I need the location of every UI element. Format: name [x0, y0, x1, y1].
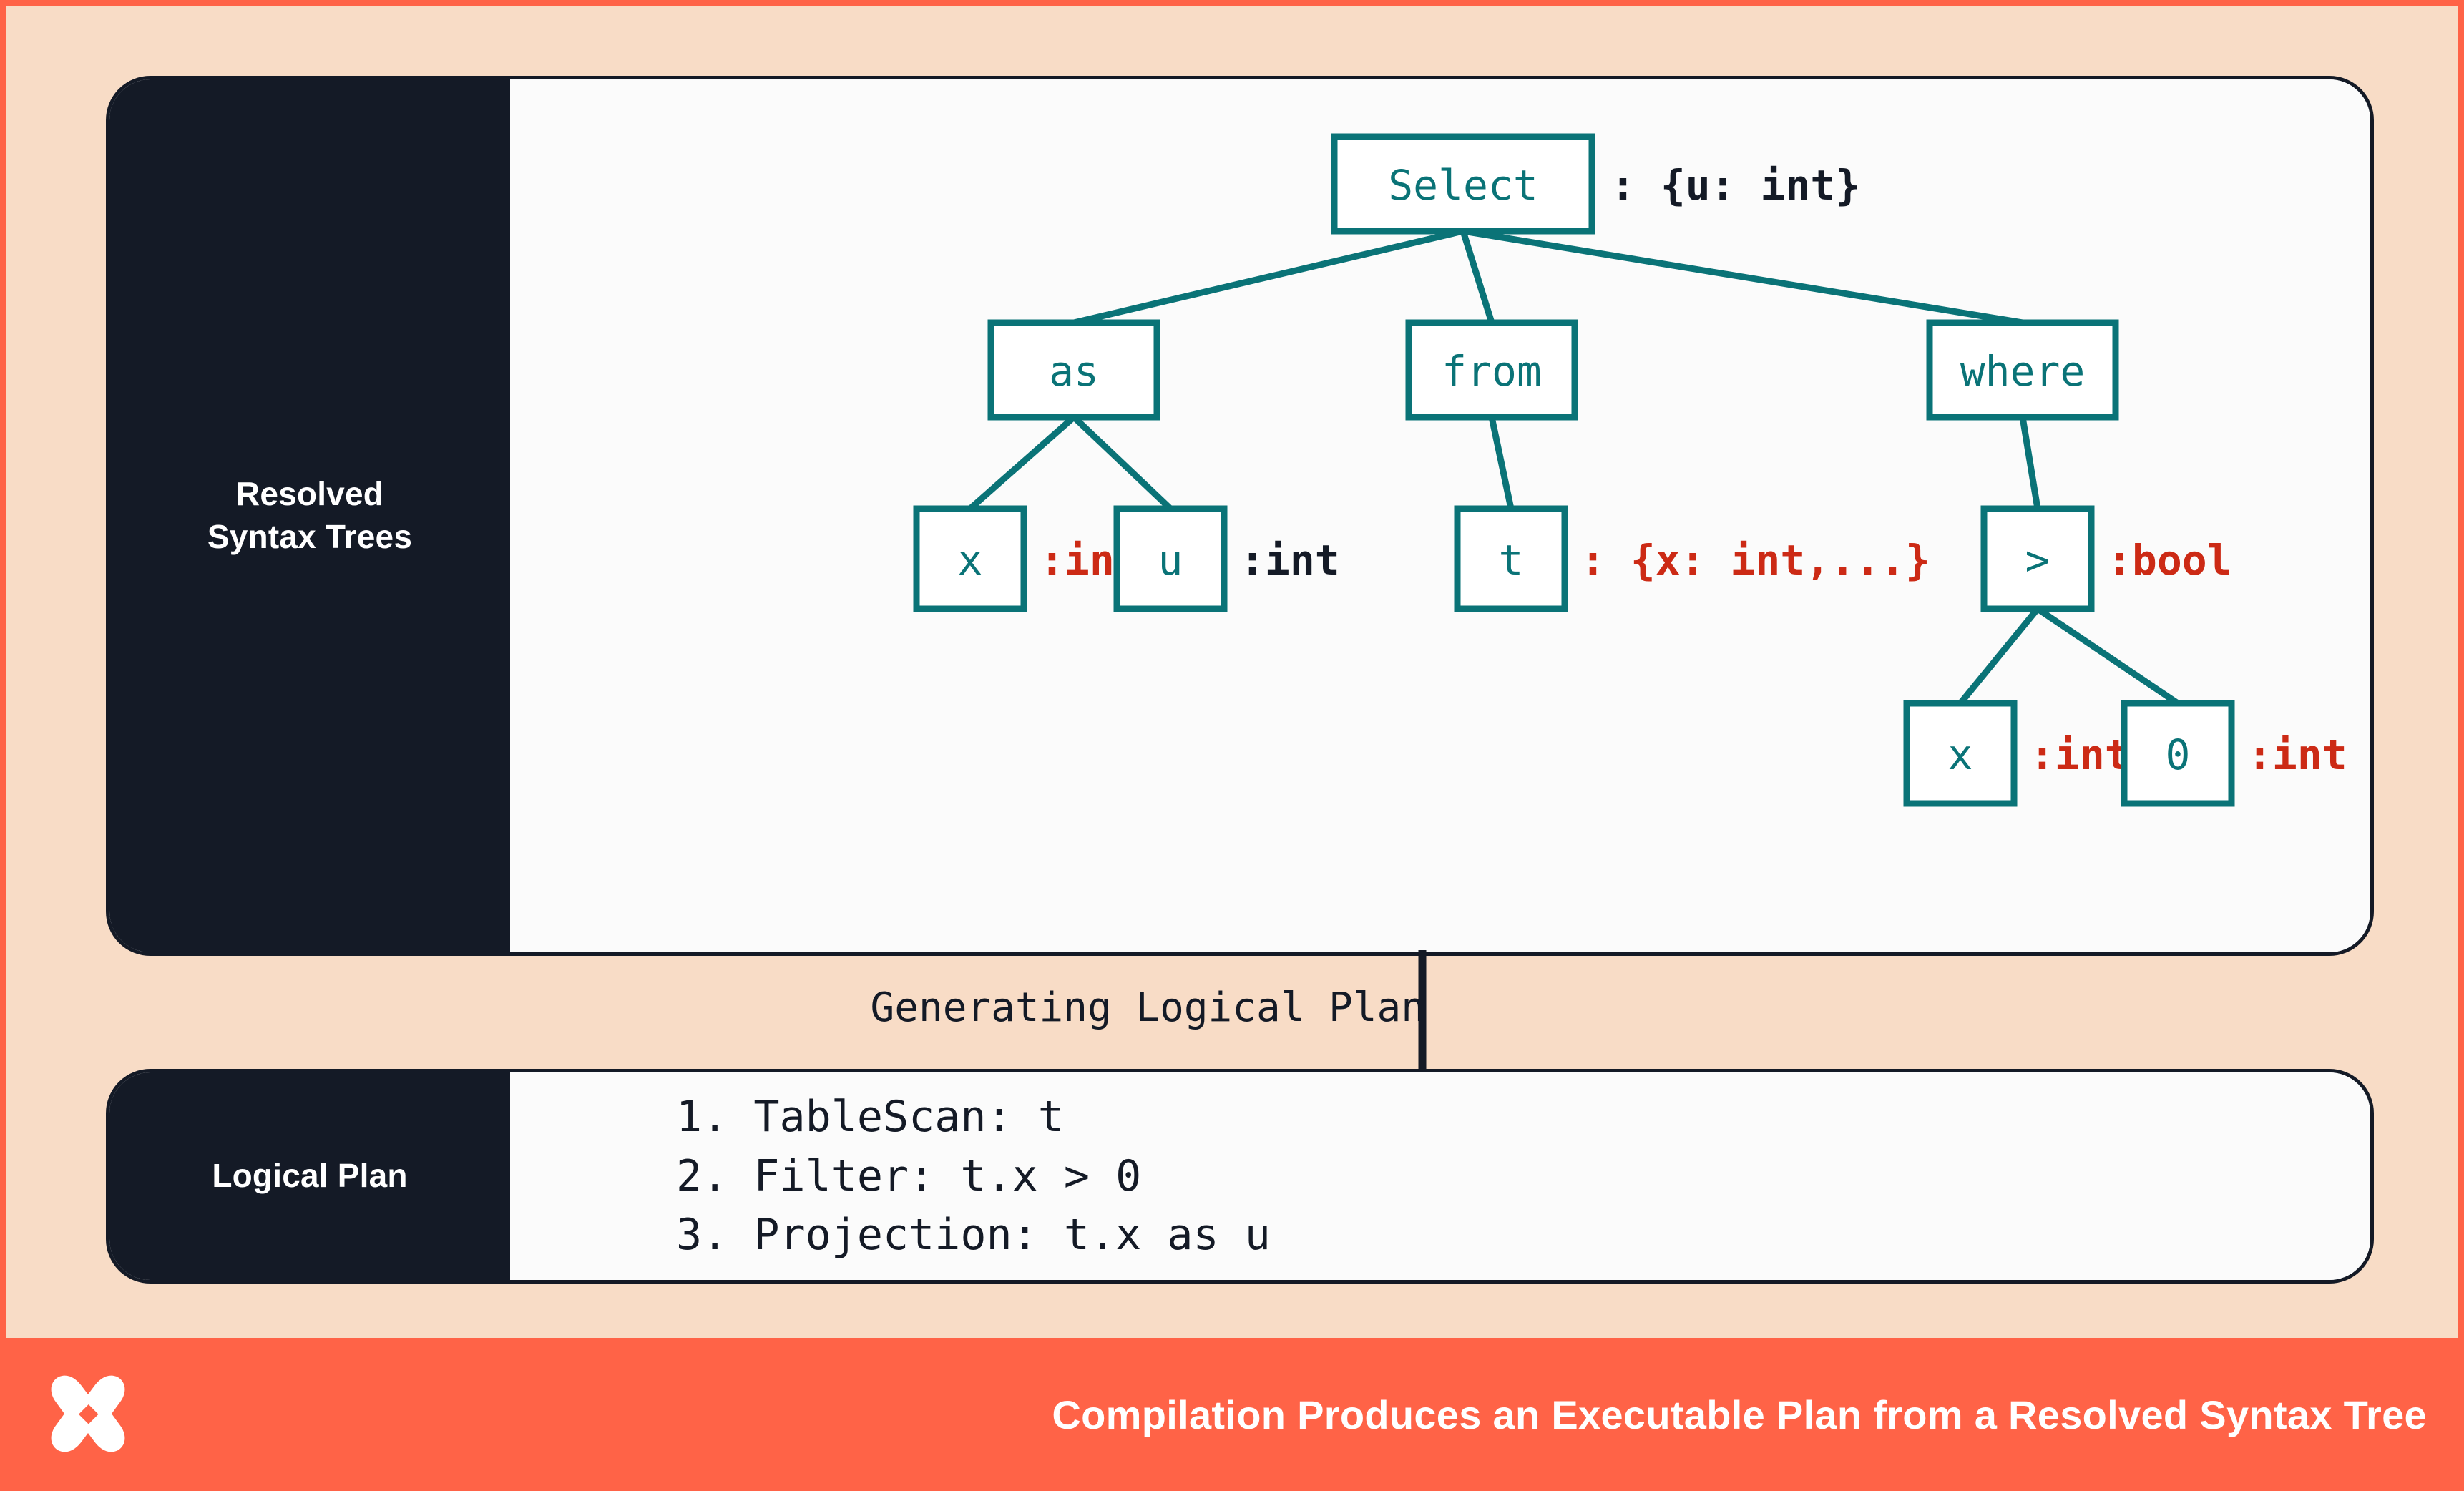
- tree-node-t[interactable]: t : {x: int,...}: [1454, 505, 1930, 612]
- tree-node-label: 0: [2166, 730, 2191, 779]
- resolved-syntax-trees-sidebar: Resolved Syntax Trees: [109, 79, 510, 952]
- x-mark-center-diamond: [78, 1404, 99, 1424]
- tree-node-from[interactable]: from: [1405, 319, 1578, 421]
- connector-label: Generating Logical Plan: [870, 984, 1425, 1031]
- tree-node-label: from: [1442, 347, 1542, 396]
- tree-edge: [1462, 228, 2023, 326]
- tree-node-box: [1903, 700, 2018, 807]
- resolved-syntax-trees-label: Resolved Syntax Trees: [207, 473, 412, 559]
- tree-node-type-annotation: :int: [2030, 730, 2130, 779]
- sidebar-label-line-2: Syntax Trees: [207, 518, 413, 555]
- x-mark-logo-icon: [51, 1375, 125, 1452]
- logical-plan-label: Logical Plan: [212, 1157, 408, 1195]
- tree-node-label: x: [958, 536, 983, 585]
- footer-banner: Compilation Produces an Executable Plan …: [0, 1338, 2464, 1491]
- tree-node-box: [1454, 505, 1568, 612]
- banner-title: Compilation Produces an Executable Plan …: [1052, 1392, 2427, 1437]
- tree-edge: [1071, 414, 1173, 512]
- tree-node-type-annotation: : {x: int,...}: [1580, 536, 1930, 585]
- tree-edge-layer: [968, 228, 2180, 706]
- tree-node-box: [1331, 133, 1595, 235]
- tree-node-x1[interactable]: x:int: [913, 505, 1140, 612]
- tree-node-box: [1980, 505, 2095, 612]
- tree-node-type-annotation: :bool: [2107, 536, 2232, 585]
- tree-edge: [968, 414, 1076, 512]
- tree-node-label: >: [2025, 536, 2050, 585]
- tree-node-label: x: [1948, 730, 1973, 779]
- tree-node-box: [2121, 700, 2235, 807]
- tree-node-where[interactable]: where: [1926, 319, 2119, 421]
- tree-node-label: t: [1499, 536, 1524, 585]
- tree-node-label: as: [1049, 347, 1099, 396]
- logical-plan-step: 3. Projection: t.x as u: [676, 1210, 1271, 1261]
- logical-plan-step: 1. TableScan: t: [676, 1091, 1064, 1142]
- tree-edge: [1957, 607, 2040, 705]
- tree-node-box: [913, 505, 1027, 612]
- tree-edge: [2019, 416, 2041, 509]
- tree-edge: [1072, 228, 1465, 326]
- logical-plan-steps: 1. TableScan: t 2. Filter: t.x > 0 3. Proj…: [510, 1072, 2370, 1280]
- resolved-syntax-trees-panel: Resolved Syntax Trees Select : {u: int} as…: [106, 76, 2374, 956]
- tree-node-label: Select: [1388, 161, 1538, 210]
- tree-node-type-annotation: :int: [2247, 730, 2347, 779]
- tree-node-type-annotation: : {u: int}: [1610, 161, 1860, 210]
- content-stage: Resolved Syntax Trees Select : {u: int} as…: [6, 6, 2458, 1338]
- tree-node-label: u: [1158, 536, 1183, 585]
- tree-node-label: where: [1960, 347, 2086, 396]
- logical-plan-sidebar: Logical Plan: [109, 1072, 510, 1280]
- tree-node-type-annotation: :int: [1240, 536, 1340, 585]
- tree-edge: [2035, 606, 2180, 706]
- tree-node-box: [1926, 319, 2119, 421]
- tree-node-x2[interactable]: x :int: [1903, 700, 2130, 807]
- logical-plan-panel: Logical Plan 1. TableScan: t 2. Filter: t…: [106, 1069, 2374, 1284]
- sidebar-label-line-1: Resolved: [235, 475, 384, 513]
- tree-node-box: [1405, 319, 1578, 421]
- tree-node-as[interactable]: as: [987, 319, 1160, 421]
- tree-node-gt[interactable]: > :bool: [1980, 505, 2232, 612]
- tree-node-box: [987, 319, 1160, 421]
- tree-node-select[interactable]: Select : {u: int}: [1331, 133, 1860, 235]
- tree-edge: [1460, 230, 1495, 324]
- tree-edge: [1488, 416, 1515, 509]
- logical-plan-step: 2. Filter: t.x > 0: [676, 1150, 1142, 1201]
- tree-node-zero[interactable]: 0 :int: [2121, 700, 2347, 807]
- tree-node-u[interactable]: u :int: [1113, 505, 1340, 612]
- tree-node-box: [1113, 505, 1228, 612]
